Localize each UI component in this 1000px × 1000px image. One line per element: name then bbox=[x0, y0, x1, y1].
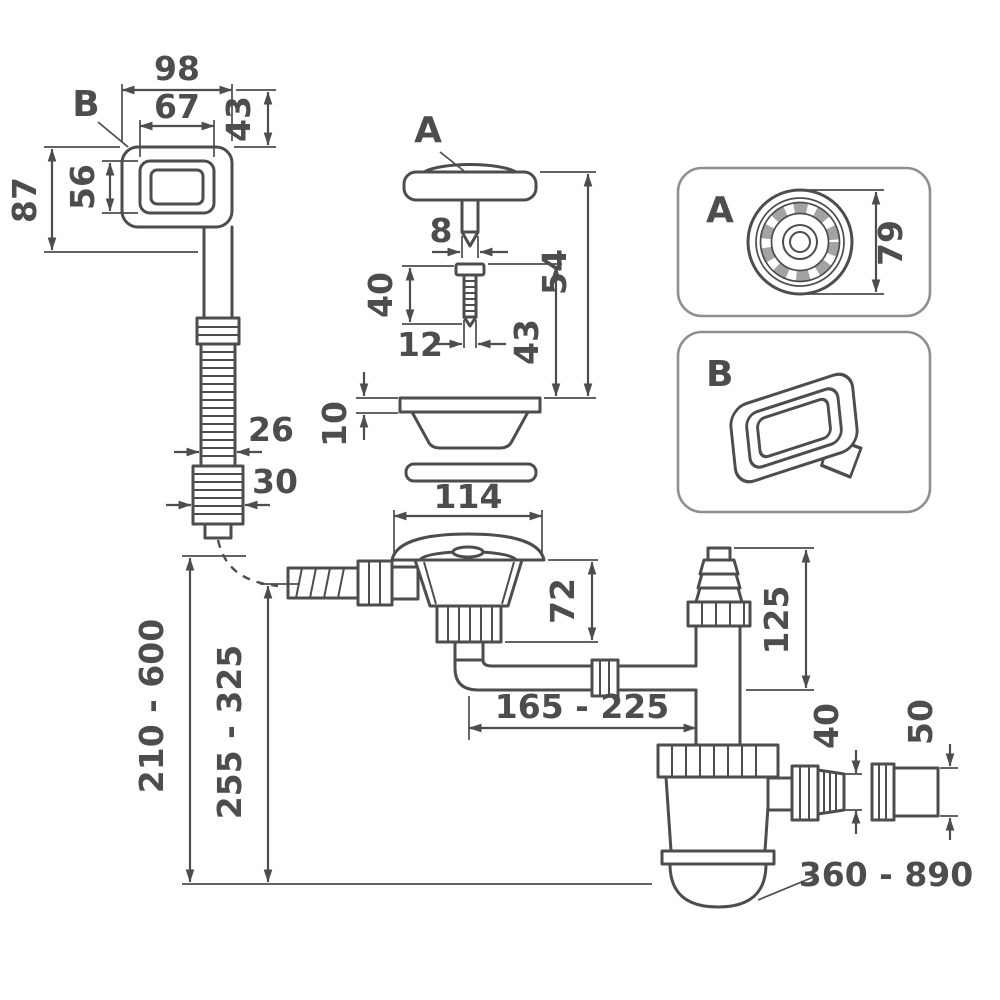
dim-overflow-hose-length-label: 210 - 600 bbox=[132, 619, 171, 793]
trap-inlet-branch bbox=[686, 546, 752, 747]
dim-cap-width-outer-label: 98 bbox=[154, 49, 200, 88]
outlet-adapter bbox=[870, 762, 940, 822]
dim-cap-width-inner: 67 bbox=[139, 87, 215, 157]
dim-basket-rim-label: 10 bbox=[315, 401, 354, 447]
dim-trap-height-label: 255 - 325 bbox=[210, 645, 249, 819]
strainer-basket bbox=[398, 396, 542, 450]
dim-pin-od-label: 8 bbox=[430, 211, 453, 250]
fixing-screw bbox=[454, 262, 486, 328]
overflow-cap-3d-view bbox=[729, 372, 863, 484]
dim-basket-rim: 10 bbox=[315, 372, 398, 447]
marker-drain-view: A bbox=[414, 110, 465, 172]
detail-panel-a: A 79 bbox=[676, 166, 932, 318]
dim-body-height-label: 72 bbox=[543, 578, 582, 624]
dim-cap-width-inner-label: 67 bbox=[154, 87, 200, 126]
dim-cap-width-outer: 98 bbox=[121, 49, 233, 141]
bottle-trap bbox=[656, 743, 780, 909]
dim-outlet-reach: 165 - 225 bbox=[468, 687, 697, 740]
marker-overflow-view: B bbox=[72, 84, 129, 148]
dim-drain-stack-total-label: 54 bbox=[535, 249, 574, 295]
dim-branch-height: 125 bbox=[734, 547, 814, 691]
dim-hose-fitting-od: 30 bbox=[166, 462, 298, 514]
dim-trap-height: 255 - 325 bbox=[182, 583, 652, 885]
gasket-ring bbox=[404, 462, 538, 483]
dim-overflow-hose-length: 210 - 600 bbox=[132, 555, 246, 883]
dim-cap-height-inner: 56 bbox=[63, 160, 138, 214]
dim-drain-hose-length: 360 - 890 bbox=[757, 855, 973, 901]
overflow-hose bbox=[191, 225, 279, 588]
dim-cap-height-outer: 87 bbox=[5, 146, 198, 253]
hose-routing-dashed-line bbox=[216, 539, 279, 588]
dim-hose-od-label: 26 bbox=[248, 410, 294, 449]
panel-a-label: A bbox=[706, 190, 734, 231]
dim-body-height: 72 bbox=[505, 559, 598, 643]
detail-panel-b: B bbox=[676, 330, 932, 514]
drain-pin-flange bbox=[402, 163, 538, 248]
dim-cover-od-label: 79 bbox=[871, 220, 910, 266]
dim-outlet-barb-od: 40 bbox=[807, 703, 862, 834]
dim-cover-od: 79 bbox=[804, 189, 910, 295]
dim-cap-height-outer-label: 87 bbox=[5, 177, 44, 223]
dim-screw-length-label: 40 bbox=[361, 272, 400, 318]
marker-a-label: A bbox=[414, 110, 442, 151]
dim-outlet-adapter-od-label: 50 bbox=[901, 699, 940, 745]
dim-cap-depth: 43 bbox=[219, 89, 276, 148]
marker-b-label: B bbox=[72, 84, 99, 125]
dim-flange-od: 114 bbox=[393, 477, 543, 556]
dim-cap-height-inner-label: 56 bbox=[63, 164, 102, 210]
dim-drain-hose-length-label: 360 - 890 bbox=[799, 855, 973, 894]
dim-flange-od-label: 114 bbox=[434, 477, 503, 516]
inlet-hose-connector bbox=[286, 559, 420, 607]
drain-body bbox=[390, 532, 546, 662]
dim-outlet-reach-label: 165 - 225 bbox=[495, 687, 669, 726]
round-drain-cover bbox=[746, 188, 854, 296]
dim-hose-fitting-od-label: 30 bbox=[252, 462, 298, 501]
dim-screw-length: 40 bbox=[361, 265, 462, 325]
dim-pin-od: 8 bbox=[430, 211, 508, 258]
dim-drain-stack-lower-label: 43 bbox=[507, 319, 546, 365]
dim-hose-od: 26 bbox=[174, 410, 294, 462]
waste-elbow-pipe bbox=[453, 658, 698, 698]
dim-outlet-barb-od-label: 40 bbox=[807, 703, 846, 749]
dim-cap-depth-label: 43 bbox=[219, 96, 258, 142]
panel-b-label: B bbox=[706, 354, 733, 395]
dim-branch-height-label: 125 bbox=[757, 586, 796, 655]
dim-screw-thread: 12 bbox=[397, 320, 506, 364]
dim-drain-stack-lower: 43 bbox=[488, 263, 562, 397]
dim-outlet-adapter-od: 50 bbox=[901, 699, 958, 840]
trap-outlet bbox=[766, 764, 846, 822]
overflow-cap-front-view bbox=[120, 145, 234, 229]
dim-screw-thread-label: 12 bbox=[397, 325, 443, 364]
